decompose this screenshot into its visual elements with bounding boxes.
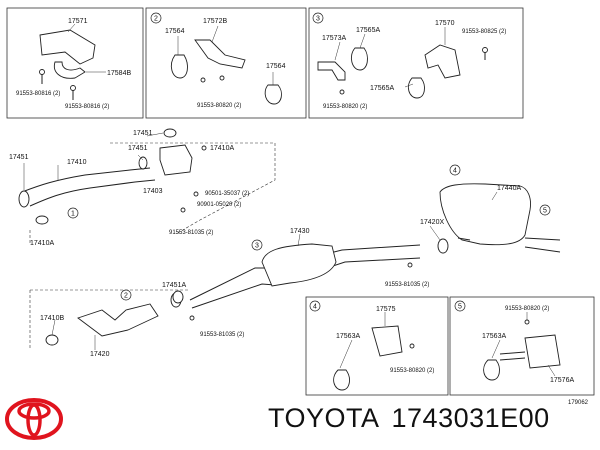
label-bolt-p4: 91553-80820 (2) <box>390 368 434 374</box>
label-bolt-p3b: 91553-80820 (2) <box>323 104 367 110</box>
center-pipe-assembly: 17430 17420X 91553-81035 (2) 17451A 3 <box>162 219 449 309</box>
brand-name: TOYOTA <box>268 403 380 433</box>
label-17410a-bottom: 17410A <box>30 240 54 247</box>
label-17420x: 17420X <box>420 219 444 226</box>
panel-5: 5 91553-80820 (2) 17563A 17576A <box>449 296 595 396</box>
label-bolt-81035-b: 91553-81035 (2) <box>385 282 429 288</box>
label-17410a-top: 17410A <box>210 145 234 152</box>
callout-3-panel: 3 <box>316 16 320 23</box>
label-17571: 17571 <box>68 18 88 25</box>
label-17410: 17410 <box>67 159 87 166</box>
label-17430: 17430 <box>290 228 310 235</box>
label-17410b: 17410B <box>40 315 64 322</box>
label-17451-top: 17451 <box>133 130 153 137</box>
callout-2-panel: 2 <box>154 16 158 23</box>
panel-3: 3 17573A 17565A 17570 91553-80825 (2) 17… <box>308 7 524 119</box>
front-pipe-assembly: 17410 17451 17451 17451 17410A 17403 905… <box>9 128 276 247</box>
callout-1: 1 <box>71 211 75 218</box>
label-bolt-81035-c: 91553-81035 (2) <box>200 332 244 338</box>
label-17584b: 17584B <box>107 70 131 77</box>
label-17451-mid: 17451 <box>128 145 148 152</box>
callout-4-panel: 4 <box>313 304 317 311</box>
label-bolt-p1b: 91553-80816 (2) <box>65 104 109 110</box>
callout-5-panel: 5 <box>458 304 462 311</box>
label-17564-a: 17564 <box>165 28 185 35</box>
panel-1: 17571 17584B 91553-80816 (2) 91553-80816… <box>6 7 144 119</box>
callout-5: 5 <box>543 208 547 215</box>
label-17451a: 17451A <box>162 282 186 289</box>
label-17440a: 17440A <box>497 185 521 192</box>
panel-2: 2 17564 17572B 17564 91553-80820 (2) <box>145 7 307 119</box>
label-bolt-p3a: 91553-80825 (2) <box>462 29 506 35</box>
toyota-logo-icon <box>5 398 63 440</box>
label-17572b: 17572B <box>203 18 227 25</box>
callout-4: 4 <box>453 168 457 175</box>
part-number: 1743031E00 <box>391 403 550 433</box>
label-17565a-bottom: 17565A <box>370 85 394 92</box>
label-17564-b: 17564 <box>266 63 286 70</box>
label-bolt-90501: 90501-35037 (2) <box>205 191 249 197</box>
callout-3: 3 <box>255 243 259 250</box>
catalytic-converter-assembly: 17410B 17420 91553-81035 (2) 2 <box>29 289 244 358</box>
label-17575: 17575 <box>376 306 396 313</box>
label-17420: 17420 <box>90 351 110 358</box>
label-bolt-81035-a: 91553-81035 (2) <box>169 230 213 236</box>
label-17563a-p4: 17563A <box>336 333 360 340</box>
diagram-ref-code: 179062 <box>568 400 589 406</box>
label-17451-left: 17451 <box>9 154 29 161</box>
muffler-assembly: 17440A 4 5 <box>439 164 561 253</box>
label-17573a: 17573A <box>322 35 346 42</box>
label-17565a-top: 17565A <box>356 27 380 34</box>
label-17403: 17403 <box>143 188 163 195</box>
label-bolt-p1a: 91553-80816 (2) <box>16 91 60 97</box>
label-17576a: 17576A <box>550 377 574 384</box>
panel-4: 4 17575 17563A 91553-80820 (2) <box>305 296 449 396</box>
label-17563a-p5: 17563A <box>482 333 506 340</box>
callout-2: 2 <box>124 293 128 300</box>
brand-caption: TOYOTA 1743031E00 <box>268 403 562 434</box>
label-bolt-p2: 91553-80820 (2) <box>197 103 241 109</box>
label-bolt-p5: 91553-80820 (2) <box>505 306 549 312</box>
label-17570: 17570 <box>435 20 455 27</box>
label-bolt-90901: 90901-05020 (2) <box>197 202 241 208</box>
